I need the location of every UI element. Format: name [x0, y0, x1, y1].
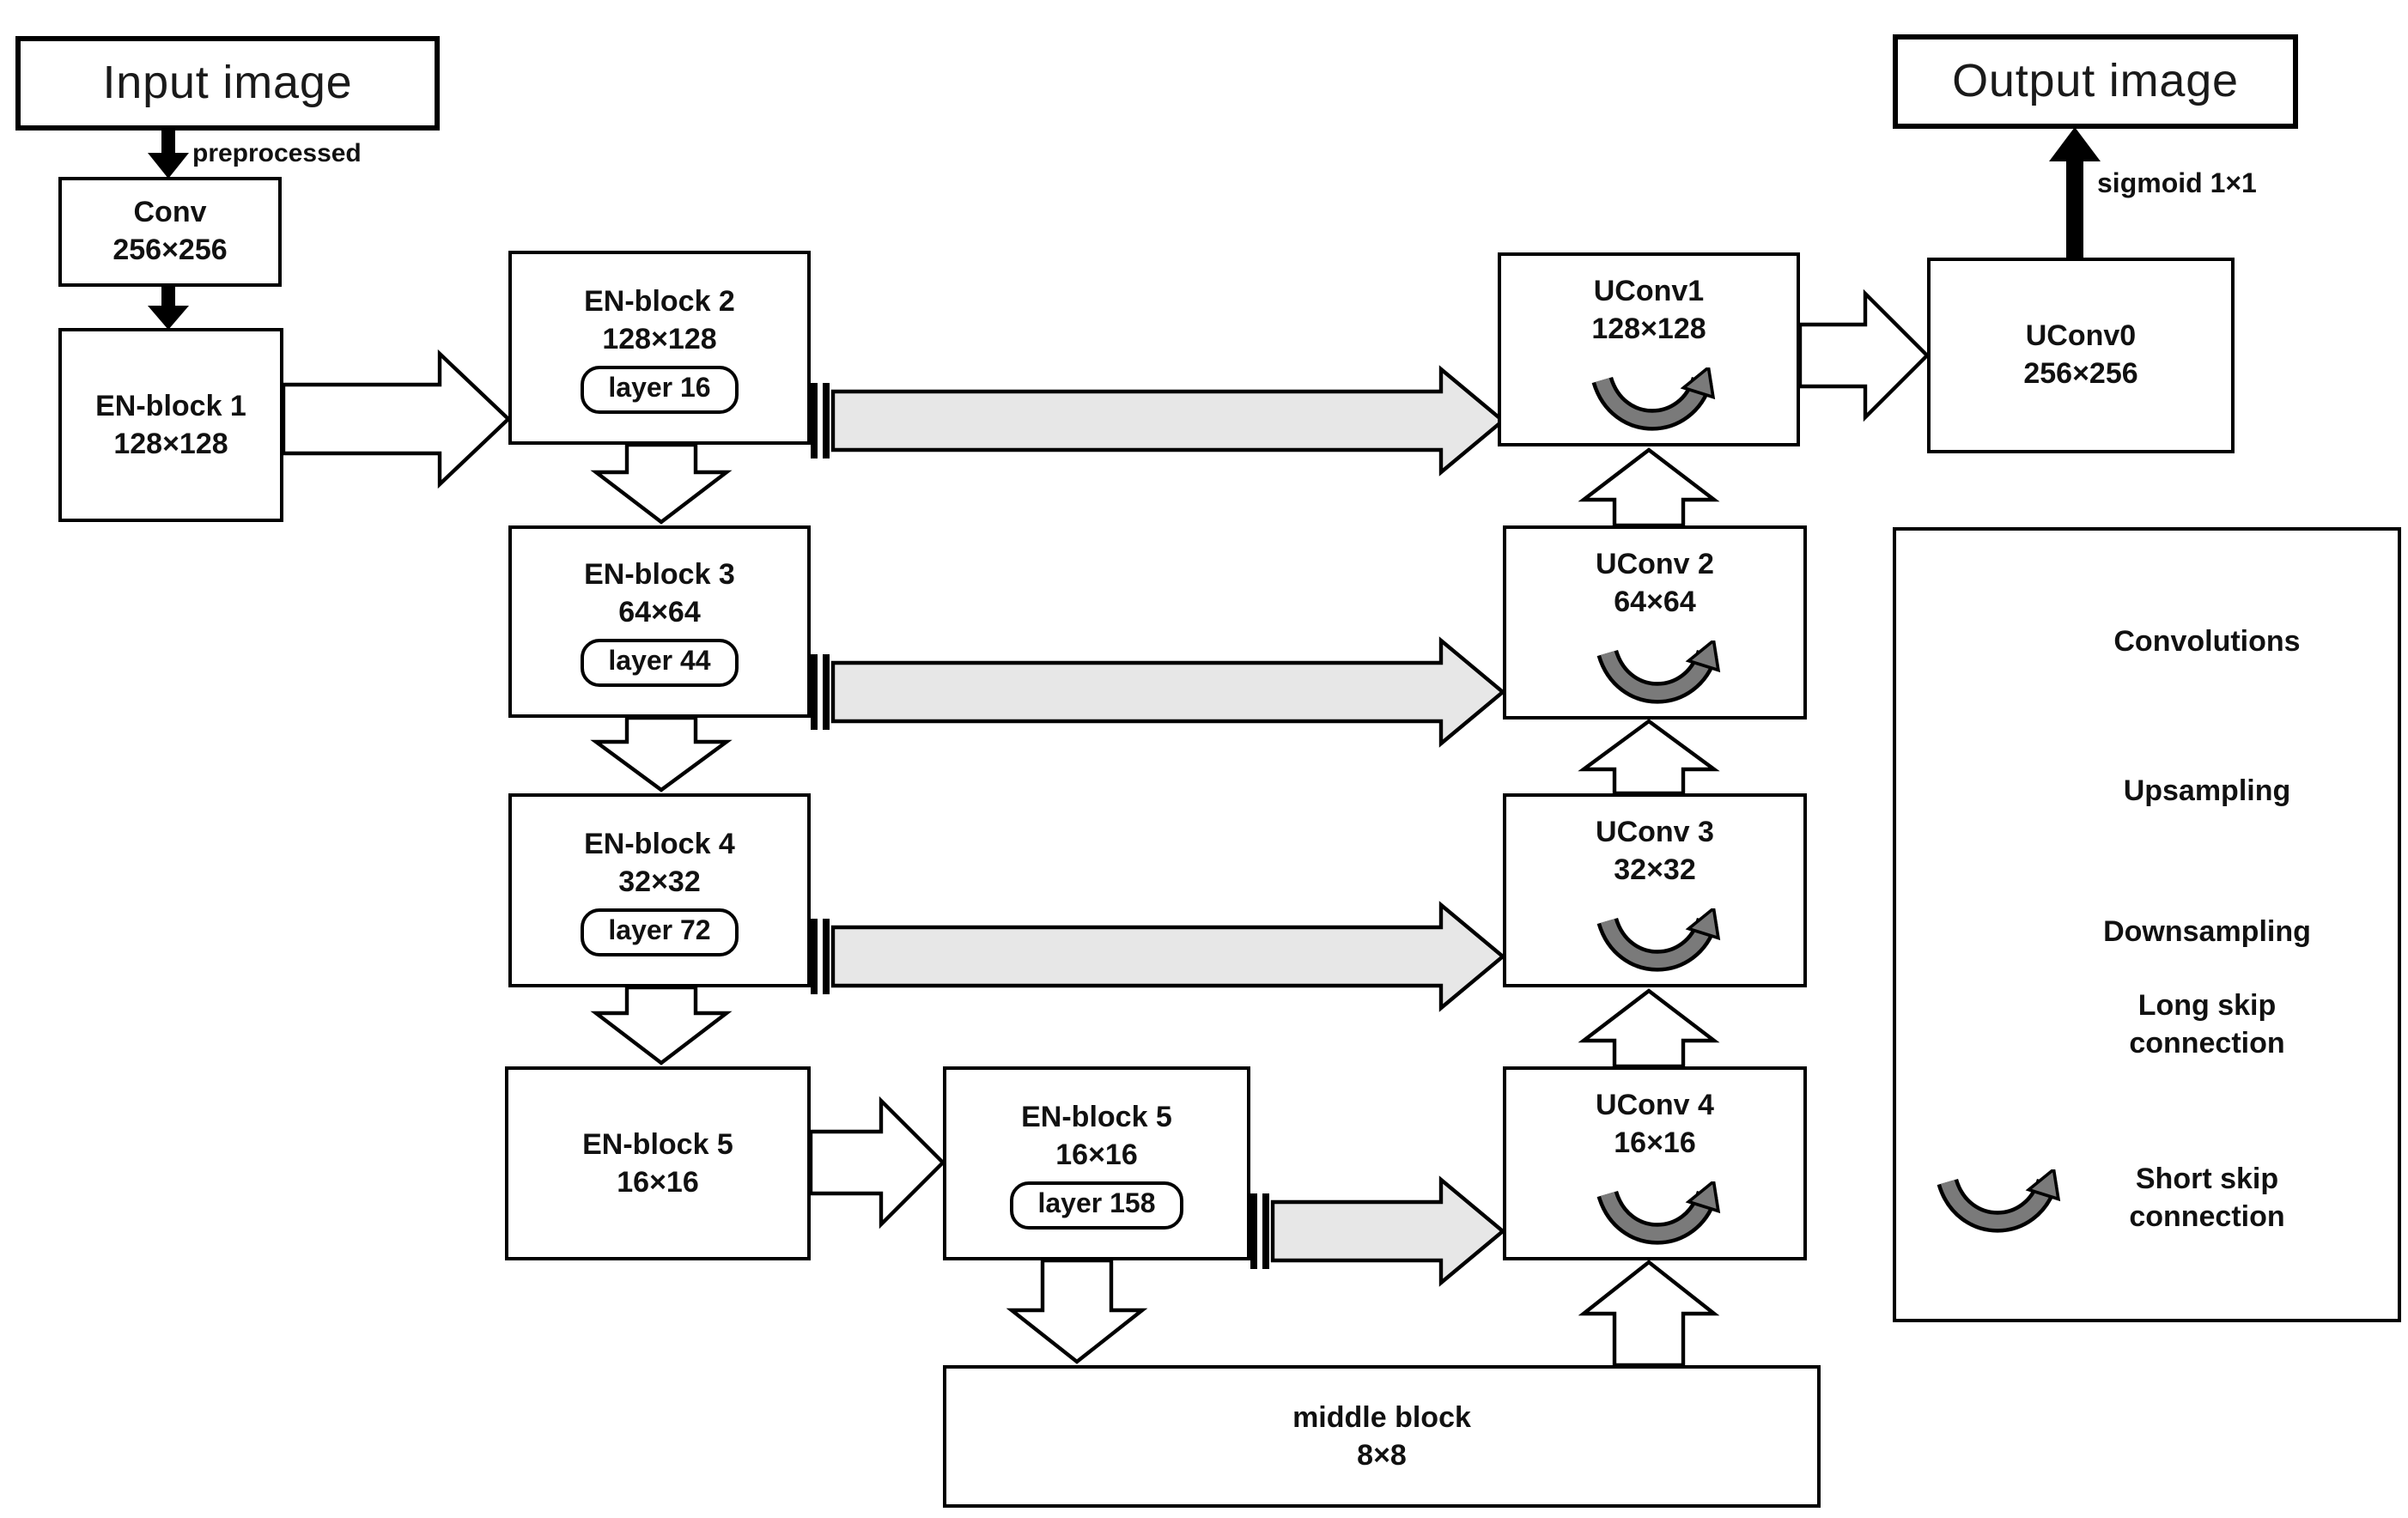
input-to-conv-arrow [148, 131, 189, 179]
node-title: EN-block 2 [584, 284, 735, 317]
node-dim: 256×256 [112, 234, 228, 266]
en2-to-en3-downsampling-arrow [590, 442, 733, 525]
en-block-5-node: EN-block 5 16×16 [505, 1066, 811, 1260]
node-dim: 128×128 [113, 427, 228, 459]
preprocessed-label: preprocessed [192, 139, 362, 168]
short-skip-icon-uconv3 [1596, 908, 1721, 972]
input-image-node: Input image [15, 36, 440, 131]
layer-badge: layer 72 [581, 908, 739, 956]
node-title: UConv 3 [1596, 816, 1714, 848]
en-block-2-node: EN-block 2 128×128 layer 16 [508, 251, 811, 445]
conv-to-en1-arrow [148, 287, 189, 330]
long-skip-en2-uconv1 [811, 365, 1506, 477]
en5a-to-en5b-conv-arrow [808, 1096, 946, 1230]
sigmoid-label: sigmoid 1×1 [2097, 170, 2257, 199]
node-title: EN-block 3 [584, 558, 735, 591]
legend-short-skip-label: Short skip connection [2129, 1163, 2285, 1233]
node-dim: 32×32 [618, 865, 701, 897]
node-dim: 16×16 [1055, 1138, 1138, 1170]
legend-convolutions-label: Convolutions [2113, 625, 2301, 658]
node-dim: 32×32 [1614, 853, 1696, 886]
layer-badge: layer 158 [1010, 1181, 1183, 1229]
legend-upsampling-label: Upsampling [2123, 774, 2291, 807]
long-skip-en5b-uconv4 [1250, 1175, 1506, 1287]
node-dim: 16×16 [617, 1165, 699, 1198]
node-title: Conv [133, 196, 207, 228]
short-skip-icon-uconv4 [1596, 1181, 1721, 1245]
en-block-3-node: EN-block 3 64×64 layer 44 [508, 525, 811, 718]
middle-block-node: middle block 8×8 [943, 1365, 1821, 1508]
node-title: UConv0 [2025, 319, 2137, 352]
uconv4-to-uconv3-upsampling-arrow [1578, 988, 1720, 1069]
node-dim: 256×256 [2023, 357, 2138, 390]
node-title: middle block [1292, 1400, 1471, 1433]
node-dim: 64×64 [618, 596, 701, 628]
legend-panel [1893, 527, 2401, 1322]
conv-node: Conv 256×256 [58, 177, 282, 287]
legend-short-skip-icon [1937, 1169, 2061, 1233]
en5b-to-middle-downsampling-arrow [1006, 1258, 1148, 1364]
node-title: UConv 4 [1596, 1089, 1714, 1121]
input-image-label: Input image [102, 57, 353, 108]
node-dim: 64×64 [1614, 586, 1696, 618]
short-skip-icon-uconv2 [1596, 641, 1721, 704]
uconv1-to-uconv0-conv-arrow [1797, 288, 1931, 422]
node-title: EN-block 5 [582, 1127, 733, 1160]
middle-to-uconv4-upsampling-arrow [1578, 1260, 1720, 1368]
short-skip-icon-uconv1 [1591, 367, 1716, 431]
output-image-label: Output image [1952, 55, 2239, 106]
node-title: EN-block 1 [95, 389, 246, 422]
en4-to-en5-downsampling-arrow [590, 985, 733, 1066]
legend-long-skip-label: Long skip connection [2129, 989, 2285, 1060]
node-dim: 128×128 [602, 322, 717, 355]
node-dim: 8×8 [1357, 1438, 1407, 1471]
long-skip-en4-uconv3 [811, 901, 1506, 1012]
output-image-node: Output image [1893, 34, 2298, 129]
uconv2-to-uconv1-upsampling-arrow [1578, 447, 1720, 528]
node-title: UConv 2 [1596, 548, 1714, 580]
en-block-1-node: EN-block 1 128×128 [58, 328, 283, 522]
sigmoid-arrow [2049, 127, 2101, 259]
en-block-4-node: EN-block 4 32×32 layer 72 [508, 793, 811, 987]
en1-to-en2-conv-arrow [281, 349, 512, 489]
long-skip-en3-uconv2 [811, 636, 1506, 748]
legend-downsampling-label: Downsampling [2103, 915, 2311, 948]
uconv3-to-uconv2-upsampling-arrow [1578, 719, 1720, 796]
node-title: EN-block 4 [584, 827, 735, 859]
node-dim: 16×16 [1614, 1126, 1696, 1159]
en3-to-en4-downsampling-arrow [590, 715, 733, 792]
node-title: UConv1 [1593, 275, 1705, 307]
en-block-5b-node: EN-block 5 16×16 layer 158 [943, 1066, 1250, 1260]
layer-badge: layer 44 [581, 639, 739, 687]
node-dim: 128×128 [1591, 313, 1706, 345]
uconv0-node: UConv0 256×256 [1927, 258, 2235, 453]
node-title: EN-block 5 [1021, 1100, 1172, 1132]
layer-badge: layer 16 [581, 365, 739, 413]
